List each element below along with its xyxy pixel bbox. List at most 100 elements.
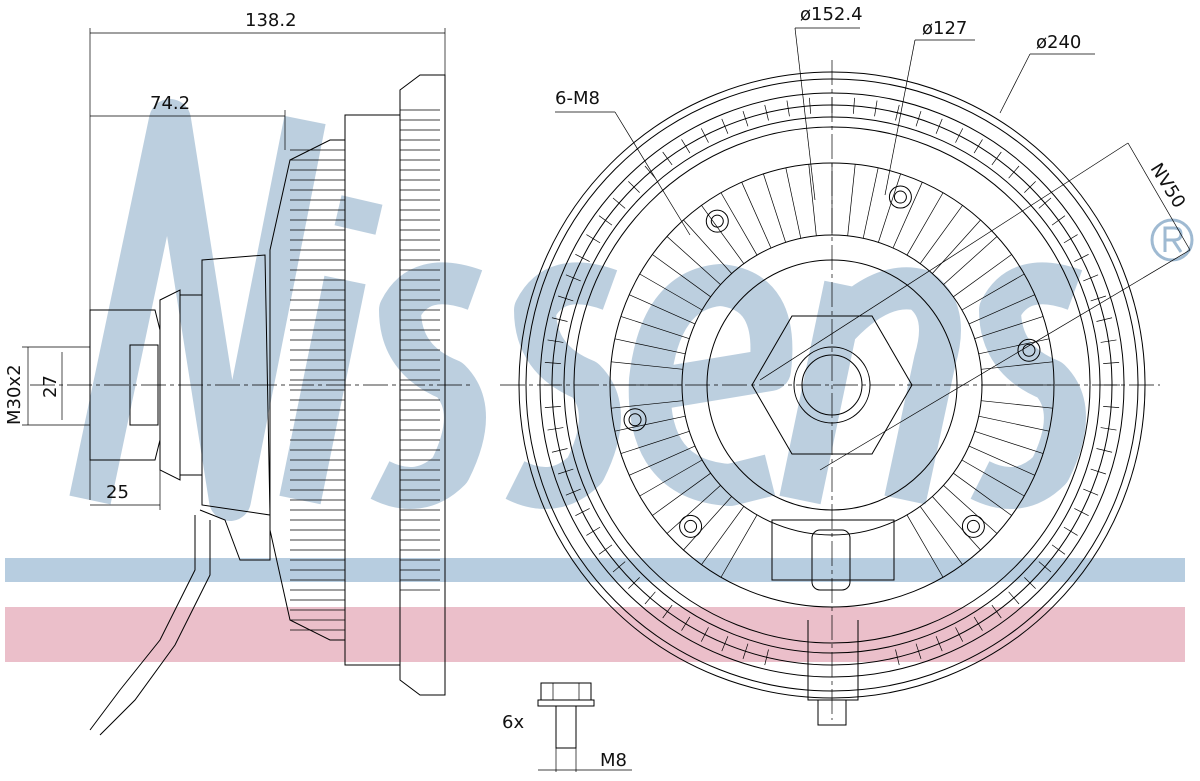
ring-tooth xyxy=(991,604,1002,619)
fan-fin xyxy=(666,485,721,534)
bolt-hole xyxy=(961,514,985,538)
fan-fin xyxy=(919,205,963,264)
dim-diameter-240: ø240 xyxy=(1036,32,1081,53)
ring-tooth xyxy=(598,215,613,226)
fan-fin xyxy=(961,459,1025,497)
dim-bolts: 6-M8 xyxy=(555,88,600,109)
side-view: 138.2 74.2 25 M30x2 27 xyxy=(4,10,470,736)
dim-thread: M30x2 xyxy=(4,364,25,425)
fan-fin xyxy=(629,294,696,325)
ring-tooth xyxy=(1038,561,1052,573)
fan-fin xyxy=(978,415,1050,432)
dim-wrench-size: NV50 xyxy=(1146,160,1190,212)
dim-diameter-127: ø127 xyxy=(922,18,967,39)
ring-tooth xyxy=(551,448,568,453)
ring-tooth xyxy=(551,317,568,322)
fan-fin xyxy=(974,316,1044,339)
bolt-quantity: 6x xyxy=(502,712,524,733)
ring-tooth xyxy=(1074,508,1089,517)
ring-tooth xyxy=(628,181,640,193)
ring-tooth xyxy=(575,508,590,517)
fan-fin xyxy=(701,205,745,264)
ring-tooth xyxy=(557,468,574,475)
ring-tooth xyxy=(786,100,790,117)
ring-tooth xyxy=(895,649,900,666)
ring-tooth xyxy=(644,165,656,179)
fan-fin xyxy=(614,415,686,432)
fan-fin xyxy=(906,514,944,578)
bolt-hole xyxy=(623,408,647,432)
bolt-hole xyxy=(1017,338,1041,362)
ring-tooth xyxy=(915,110,922,127)
fan-fin xyxy=(878,173,901,243)
ring-tooth xyxy=(565,274,581,282)
ring-tooth xyxy=(1063,526,1078,536)
ring-tooth xyxy=(662,151,673,166)
ring-tooth xyxy=(547,427,564,431)
fan-fin xyxy=(611,400,683,409)
fan-fin xyxy=(683,496,732,551)
fan-fin xyxy=(763,173,786,243)
fan-fin xyxy=(741,182,772,249)
registered-mark-icon xyxy=(1150,218,1194,262)
fan-fin xyxy=(639,459,703,497)
ring-tooth xyxy=(764,649,769,666)
ring-tooth xyxy=(612,561,626,573)
bolt-hole-inner xyxy=(684,519,698,533)
ring-tooth xyxy=(644,591,656,605)
ring-tooth xyxy=(681,139,691,154)
ring-tooth xyxy=(991,151,1002,166)
ring-tooth xyxy=(874,100,878,117)
fan-fin xyxy=(943,236,998,285)
ring-tooth xyxy=(557,295,574,302)
ring-tooth xyxy=(742,110,749,127)
ring-tooth xyxy=(809,97,812,114)
ring-tooth xyxy=(575,253,590,262)
dim-diameter-152: ø152.4 xyxy=(800,4,863,25)
bolt-hole xyxy=(705,209,729,233)
ring-tooth xyxy=(1090,468,1107,475)
ring-tooth xyxy=(598,544,613,555)
bolt-hole-inner xyxy=(893,190,907,204)
ring-tooth xyxy=(1024,577,1036,589)
ring-tooth xyxy=(1008,165,1020,179)
bolt-hole-inner xyxy=(710,214,724,228)
bolt-hole xyxy=(888,185,912,209)
ring-tooth xyxy=(700,627,709,642)
dim-thread-diameter: 27 xyxy=(40,375,61,398)
fan-fin xyxy=(639,273,703,311)
ring-tooth xyxy=(895,104,900,121)
ring-tooth xyxy=(681,616,691,631)
ring-tooth xyxy=(955,128,964,143)
fan-fin xyxy=(666,236,721,285)
ring-tooth xyxy=(1083,488,1099,496)
bolt-hole-inner xyxy=(628,413,642,427)
bolt-detail: 6x M8 xyxy=(502,682,632,772)
ring-tooth xyxy=(612,197,626,209)
fan-fin xyxy=(974,431,1044,454)
ring-tooth xyxy=(662,604,673,619)
fan-fin xyxy=(720,192,758,256)
ring-tooth xyxy=(852,97,855,114)
fan-fin xyxy=(919,506,963,565)
ring-tooth xyxy=(935,118,943,134)
fan-fin xyxy=(932,496,981,551)
ring-tooth xyxy=(1096,448,1113,453)
ring-tooth xyxy=(973,139,983,154)
fan-fin xyxy=(953,254,1012,298)
ring-tooth xyxy=(1074,253,1089,262)
ring-tooth xyxy=(1103,362,1120,365)
fan-fin xyxy=(932,219,981,274)
fan-fin xyxy=(808,164,817,236)
bolt-hole-inner xyxy=(1022,343,1036,357)
fan-fin xyxy=(611,361,683,370)
ring-tooth xyxy=(742,643,749,660)
front-view: ø152.4 ø127 ø240 6-M8 NV50 xyxy=(500,4,1191,726)
ring-tooth xyxy=(1103,405,1120,408)
dim-overall-length: 138.2 xyxy=(245,10,297,31)
ring-tooth xyxy=(565,488,581,496)
fan-fin xyxy=(968,294,1035,325)
ring-tooth xyxy=(1051,215,1066,226)
fan-fin xyxy=(892,182,923,249)
